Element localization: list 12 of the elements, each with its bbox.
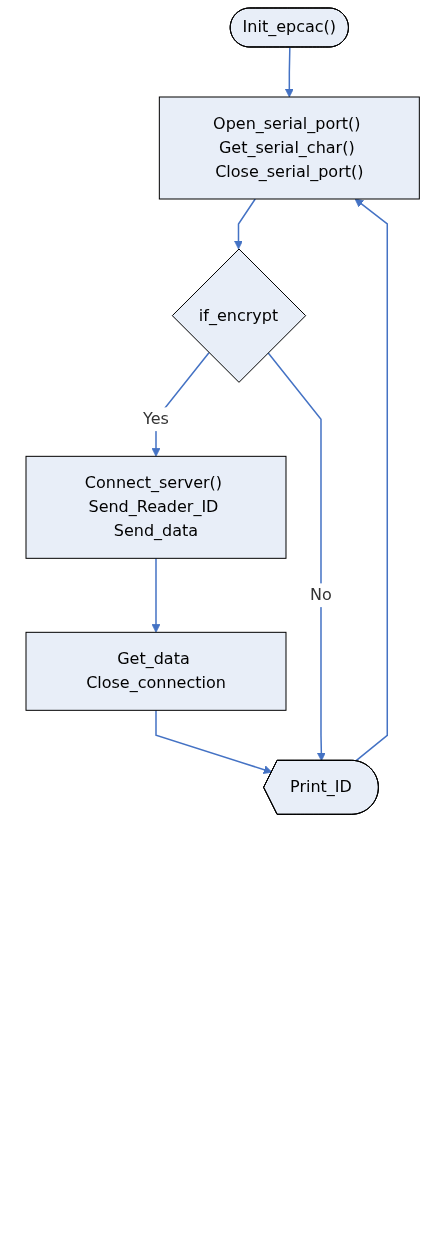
arrow	[234, 198, 257, 250]
arrow	[155, 709, 273, 774]
edge-label: Yes	[143, 409, 170, 429]
arrow	[355, 198, 389, 762]
arrow	[151, 557, 161, 633]
node-box: Connect_server() Send_Reader_ID Send_data	[25, 455, 287, 559]
arrow	[267, 352, 327, 762]
node-diamond: if_encrypt	[172, 248, 307, 383]
node-box: Get_data Close_connection	[25, 631, 287, 711]
edge-label: No	[310, 585, 333, 605]
arrow	[285, 46, 295, 98]
node-box: Open_serial_port() Get_serial_char() Close_serial_port()	[159, 96, 421, 200]
